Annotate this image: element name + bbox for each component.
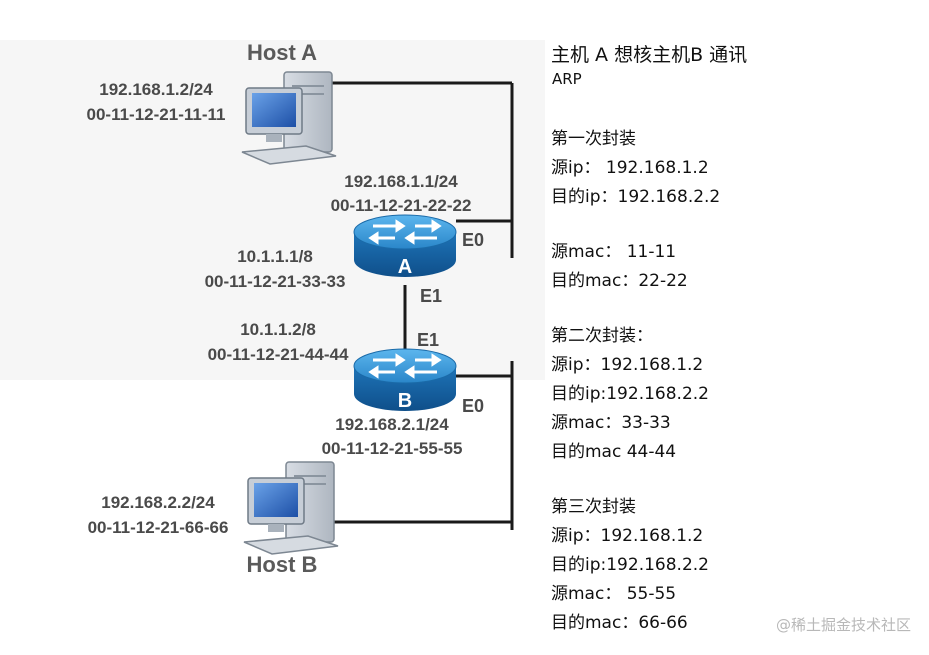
host-b-ip: 192.168.2.2/24 [101,493,215,512]
router-b-e0-ip: 192.168.2.1/24 [335,415,449,434]
enc1-heading: 第一次封装 [551,129,636,149]
host-b-mac: 00-11-12-21-66-66 [88,518,229,537]
host-b-name: Host B [247,552,318,577]
enc3-heading: 第三次封装 [551,497,636,517]
router-b-e0-name: E0 [462,396,484,416]
router-b-e1-name: E1 [417,330,439,350]
enc1-src-ip: 源ip： 192.168.1.2 [551,158,709,178]
host-a-name: Host A [247,40,317,65]
notes-title: 主机 A 想核主机B 通讯 [551,44,748,66]
host-b-desktop-computer-icon [243,461,339,555]
enc3-dst-mac: 目的mac：66-66 [551,613,688,633]
router-b-icon: B [353,348,457,412]
router-a-e0-ip: 192.168.1.1/24 [344,172,458,191]
router-a-e1-mac: 00-11-12-21-33-33 [205,272,346,291]
host-a-desktop-computer-icon [241,71,337,165]
enc2-src-mac: 源mac：33-33 [551,413,671,433]
watermark: @稀土掘金技术社区 [775,616,911,634]
enc2-heading: 第二次封装： [551,326,653,346]
host-a-ip: 192.168.1.2/24 [99,80,213,99]
host-a-mac: 00-11-12-21-11-11 [87,105,226,124]
router-a-icon: A [353,214,457,278]
notes-subtitle: ARP [552,70,582,88]
enc1-src-mac: 源mac： 11-11 [551,242,677,262]
enc3-dst-ip: 目的ip:192.168.2.2 [551,555,709,575]
enc2-dst-ip: 目的ip:192.168.2.2 [551,384,709,404]
enc2-dst-mac: 目的mac 44-44 [551,442,677,462]
network-links [326,81,514,530]
router-a-e1-name: E1 [420,286,442,306]
enc3-src-mac: 源mac： 55-55 [551,584,677,604]
router-a-e1-ip: 10.1.1.1/8 [237,247,313,266]
enc3-src-ip: 源ip：192.168.1.2 [551,526,704,546]
router-a-e0-name: E0 [462,230,484,250]
enc1-dst-ip: 目的ip：192.168.2.2 [551,187,721,207]
router-b-e0-mac: 00-11-12-21-55-55 [322,439,463,458]
router-b-e1-mac: 00-11-12-21-44-44 [208,345,349,364]
router-a-e0-mac: 00-11-12-21-22-22 [331,196,472,215]
enc1-dst-mac: 目的mac：22-22 [551,271,688,291]
enc2-src-ip: 源ip：192.168.1.2 [551,355,704,375]
router-a-label: A [398,256,412,278]
router-b-label: B [398,390,412,412]
router-b-e1-ip: 10.1.1.2/8 [240,320,316,339]
